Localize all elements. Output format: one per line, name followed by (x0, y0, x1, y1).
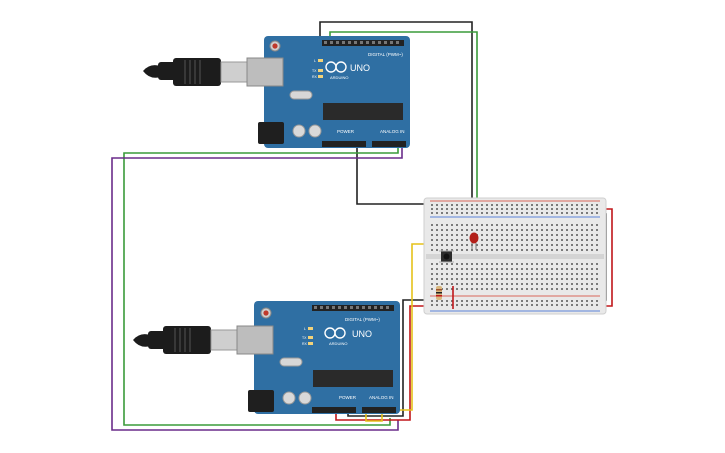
led-l (318, 59, 323, 62)
capacitor (282, 391, 296, 405)
wire-black-gnd[interactable] (356, 146, 425, 205)
analog-label: ANALOG IN (369, 395, 394, 400)
model-label: UNO (350, 63, 370, 73)
resistor-band (436, 289, 442, 291)
atmega-chip (313, 370, 393, 387)
led-l (308, 327, 313, 330)
usb-connector-metal (220, 61, 248, 83)
usb-cable-bottom[interactable] (133, 326, 238, 354)
led-rx (318, 75, 323, 78)
usb-cable-body (158, 62, 176, 80)
usb-jack (246, 57, 284, 87)
infinity-logo-icon (325, 61, 347, 73)
led-dome (469, 232, 479, 244)
power-header[interactable] (312, 407, 356, 413)
analog-header[interactable] (372, 141, 406, 147)
capacitor (292, 124, 306, 138)
power-label: POWER (337, 129, 355, 134)
arduino-board-bottom[interactable]: DIGITAL (PWM~) ARDUINO UNO L TX RX POWER… (236, 301, 400, 414)
power-jack (248, 390, 274, 412)
analog-label: ANALOG IN (380, 129, 405, 134)
capacitor (298, 391, 312, 405)
push-button[interactable] (439, 250, 454, 263)
usb-grip-lines (174, 328, 191, 352)
wire-red-right[interactable] (335, 208, 613, 421)
digital-label: DIGITAL (PWM~) (345, 317, 380, 322)
capacitor (308, 124, 322, 138)
arduino-board-top[interactable]: DIGITAL (PWM~) ARDUINO UNO L TX RX POWER… (246, 36, 410, 148)
usb-plug-body (173, 58, 221, 86)
wire-purple-long[interactable] (111, 146, 403, 431)
usb-plug-body (163, 326, 211, 354)
red-led[interactable] (469, 232, 479, 251)
usb-plug-tip-icon (143, 65, 160, 78)
digital-header-pins (324, 41, 399, 44)
led-tx (318, 69, 323, 72)
model-label: UNO (352, 329, 372, 339)
brand-label: ARDUINO (329, 341, 347, 346)
usb-plug-tip-icon (133, 334, 150, 347)
crystal-oscillator (279, 357, 303, 367)
led-label-rx: RX (312, 75, 318, 79)
led-label-l: L (304, 327, 306, 331)
usb-jack (236, 325, 274, 355)
atmega-chip (323, 103, 403, 120)
analog-header[interactable] (362, 407, 396, 413)
led-label-rx: RX (302, 342, 308, 346)
usb-cable-body (148, 331, 166, 349)
infinity-logo-icon (324, 327, 346, 339)
brand-label: ARDUINO (330, 75, 348, 80)
push-button-cap (443, 253, 450, 260)
resistor-band (436, 292, 442, 294)
led-rx (308, 342, 313, 345)
power-label: POWER (339, 395, 357, 400)
crystal-oscillator (289, 90, 313, 100)
power-jack (258, 122, 284, 144)
wire-black-top[interactable] (319, 21, 473, 232)
digital-label: DIGITAL (PWM~) (368, 52, 403, 57)
usb-connector-metal (210, 329, 238, 351)
led-label-l: L (314, 59, 316, 63)
breadboard-center-channel (426, 254, 604, 259)
usb-grip-lines (184, 60, 201, 84)
usb-cable-top[interactable] (143, 58, 248, 86)
digital-header-pins (314, 306, 389, 309)
resistor-band (436, 295, 442, 297)
power-header[interactable] (322, 141, 366, 147)
led-label-tx: TX (302, 336, 307, 340)
reset-button-cap (263, 310, 269, 316)
wire-green-long[interactable] (123, 146, 399, 426)
resistor[interactable] (436, 286, 442, 300)
led-label-tx: TX (312, 69, 317, 73)
led-tx (308, 336, 313, 339)
reset-button-cap (272, 43, 278, 49)
